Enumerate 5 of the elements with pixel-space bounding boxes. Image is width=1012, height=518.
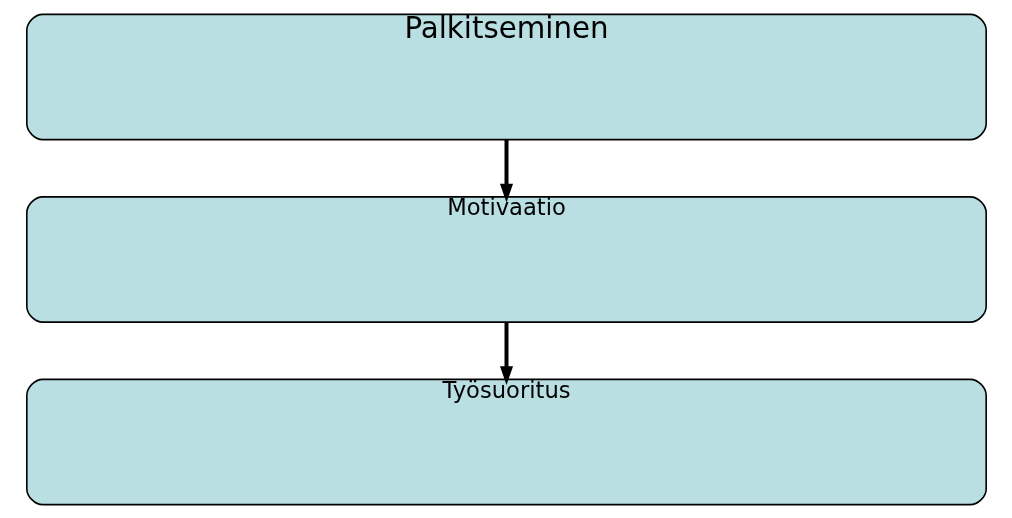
arrow [499,321,513,385]
node-box: Motivaatio [25,195,987,323]
arrow [499,139,513,202]
node-box: Työsuoritus [25,378,987,505]
node-box: Palkitseminen [25,13,987,140]
